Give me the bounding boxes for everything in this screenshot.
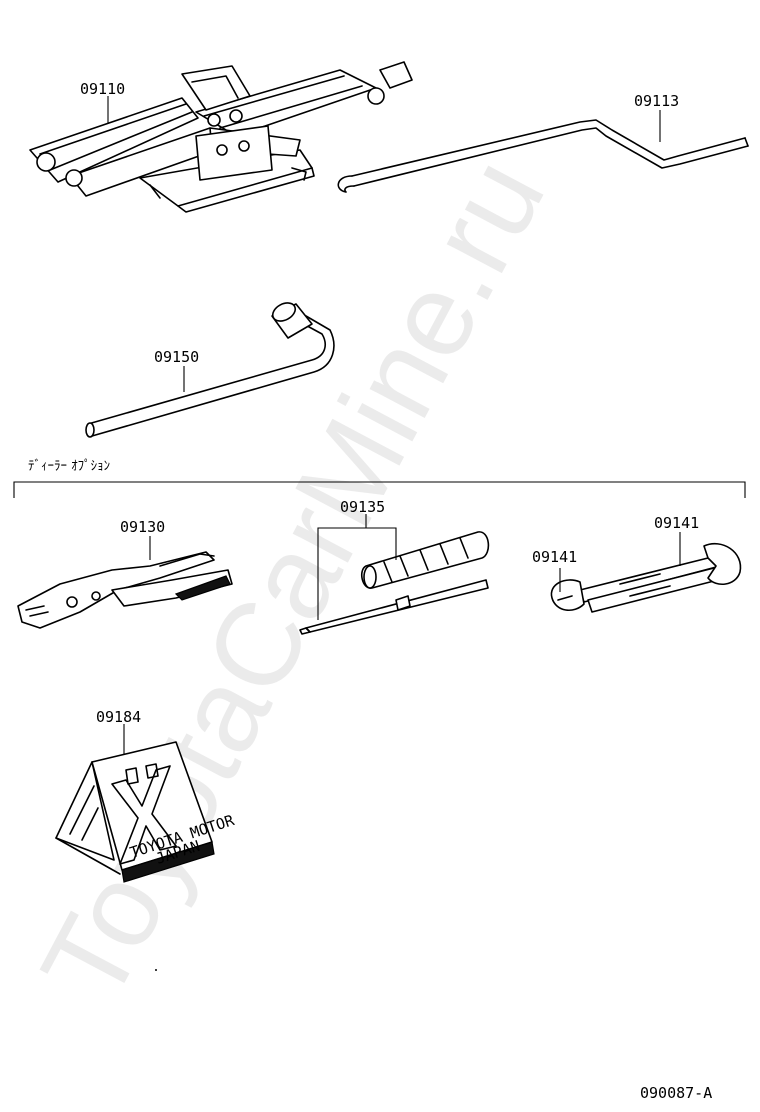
jack-drawing bbox=[29, 61, 413, 213]
part-label-jack-handle: 09113 bbox=[634, 92, 679, 110]
speck bbox=[155, 969, 157, 971]
dealer-option-label: ﾃﾞｨｰﾗｰ ｵﾌﾟｼｮﾝ bbox=[28, 459, 110, 474]
screwdriver-bracket bbox=[317, 527, 397, 620]
part-label-screwdriver: 09135 bbox=[340, 498, 385, 516]
part-label-wheel-wrench: 09150 bbox=[154, 348, 199, 366]
wheel-chock-drawing: TOYOTA MOTOR JAPAN bbox=[55, 741, 237, 883]
pliers-drawing bbox=[17, 551, 233, 629]
diagram-code: 090087-A bbox=[640, 1084, 712, 1102]
part-label-wheel-chock: 09184 bbox=[96, 708, 141, 726]
part-label-jack: 09110 bbox=[80, 80, 125, 98]
screwdriver-drawing bbox=[299, 531, 490, 635]
wheel-wrench-drawing bbox=[85, 302, 335, 438]
wrenches-drawing bbox=[550, 542, 742, 613]
part-label-wrench-a: 09141 bbox=[532, 548, 577, 566]
section-bracket bbox=[13, 481, 746, 498]
part-label-wrench-b: 09141 bbox=[654, 514, 699, 532]
jack-handle-drawing bbox=[337, 119, 749, 193]
part-label-pliers: 09130 bbox=[120, 518, 165, 536]
